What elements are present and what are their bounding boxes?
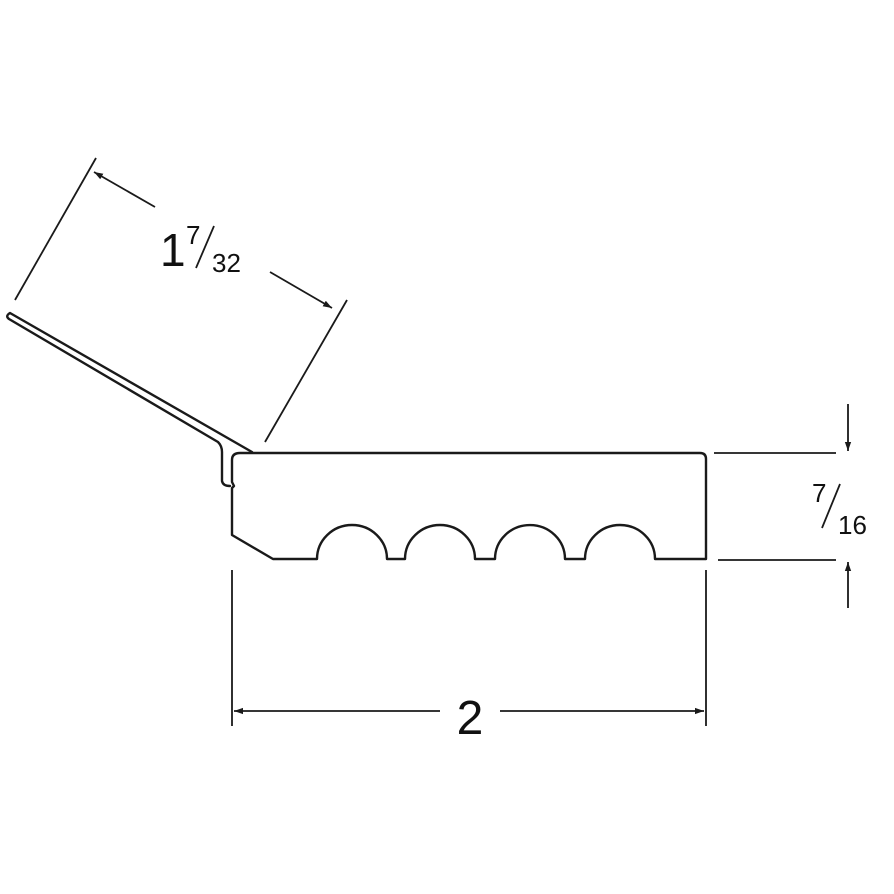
svg-text:32: 32 — [212, 248, 241, 278]
flange-length-label: 1 7 32 — [160, 220, 241, 278]
profile-flange — [6, 311, 254, 488]
svg-text:7: 7 — [186, 220, 200, 250]
svg-text:16: 16 — [838, 510, 867, 540]
dimension-line — [93, 171, 156, 208]
svg-text:1: 1 — [160, 224, 186, 276]
extension-line — [264, 299, 348, 443]
width-label: 2 — [457, 692, 484, 745]
dimension-line — [269, 271, 333, 309]
profile-body — [230, 451, 708, 561]
svg-text:7: 7 — [812, 478, 826, 508]
thickness-label: 7 16 — [812, 478, 867, 540]
extension-line — [14, 157, 97, 301]
